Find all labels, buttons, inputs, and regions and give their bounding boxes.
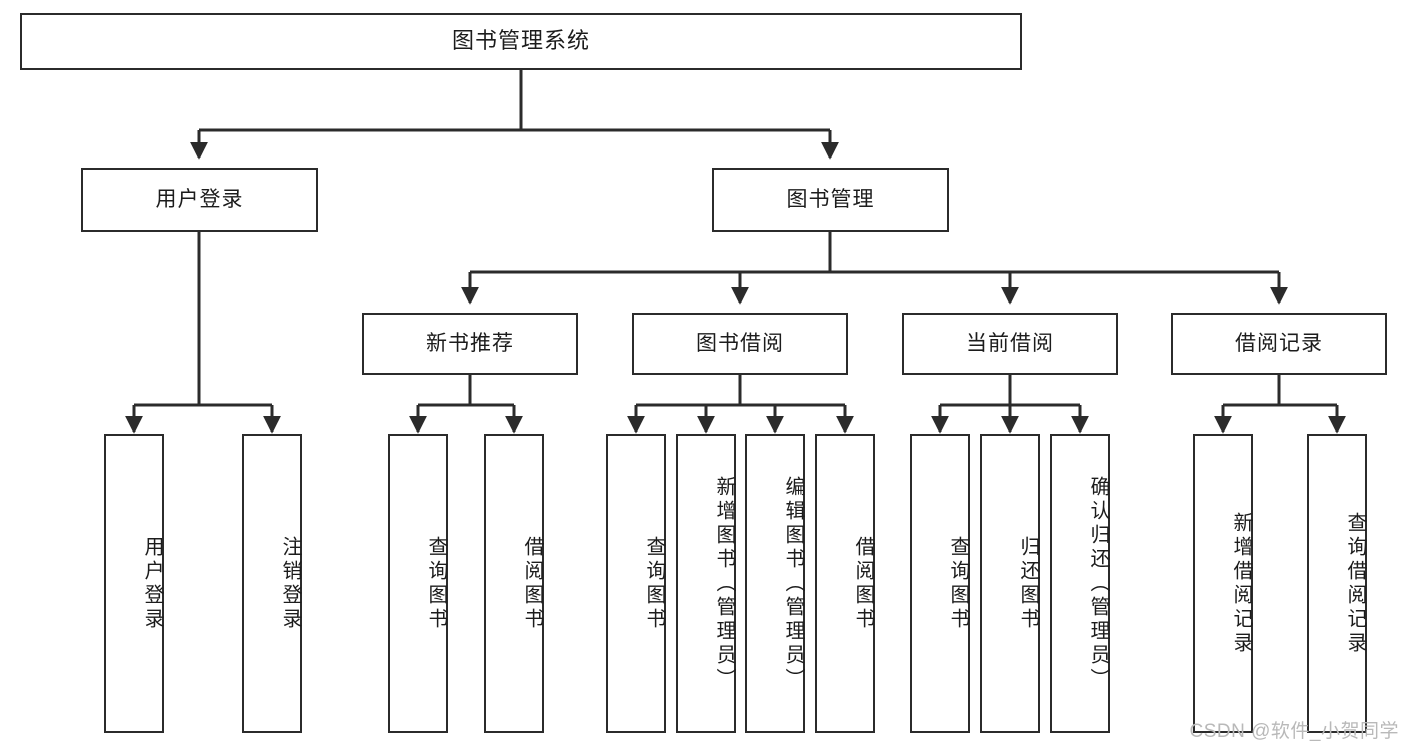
node-label: 用户登录: [141, 535, 163, 632]
node-label: 借阅记录: [1235, 332, 1323, 356]
node-label: 图书借阅: [696, 332, 784, 356]
node-leaf-query-book-3[interactable]: 查询图书: [910, 434, 970, 733]
node-label: 新增借阅记录: [1230, 511, 1252, 656]
node-leaf-edit-book[interactable]: 编辑图书（管理员）: [745, 434, 805, 733]
node-label: 当前借阅: [966, 332, 1054, 356]
node-label: 新增图书（管理员）: [713, 475, 735, 692]
node-new-book-recommend[interactable]: 新书推荐: [362, 313, 578, 375]
node-leaf-query-book-2[interactable]: 查询图书: [606, 434, 666, 733]
node-label: 借阅图书: [521, 535, 543, 632]
node-leaf-borrow-book-1[interactable]: 借阅图书: [484, 434, 544, 733]
node-leaf-confirm-return[interactable]: 确认归还（管理员）: [1050, 434, 1110, 733]
node-book-borrow[interactable]: 图书借阅: [632, 313, 848, 375]
node-label: 借阅图书: [852, 535, 874, 632]
node-label: 新书推荐: [426, 332, 514, 356]
node-leaf-add-record[interactable]: 新增借阅记录: [1193, 434, 1253, 733]
node-leaf-user-login[interactable]: 用户登录: [104, 434, 164, 733]
node-label: 查询图书: [425, 535, 447, 632]
node-label: 查询图书: [947, 535, 969, 632]
node-root-system[interactable]: 图书管理系统: [20, 13, 1022, 70]
node-current-borrow[interactable]: 当前借阅: [902, 313, 1118, 375]
node-leaf-borrow-book-2[interactable]: 借阅图书: [815, 434, 875, 733]
csdn-watermark: CSDN @软件_小贺同学: [1189, 721, 1399, 742]
node-leaf-user-logout[interactable]: 注销登录: [242, 434, 302, 733]
node-leaf-query-record[interactable]: 查询借阅记录: [1307, 434, 1367, 733]
node-label: 图书管理系统: [451, 28, 590, 54]
node-user-login[interactable]: 用户登录: [81, 168, 318, 232]
node-book-management[interactable]: 图书管理: [712, 168, 949, 232]
node-label: 注销登录: [279, 535, 301, 632]
node-label: 查询图书: [643, 535, 665, 632]
node-borrow-record[interactable]: 借阅记录: [1171, 313, 1387, 375]
node-label: 用户登录: [155, 188, 244, 212]
node-label: 查询借阅记录: [1344, 511, 1366, 656]
node-label: 图书管理: [786, 188, 875, 212]
node-label: 编辑图书（管理员）: [782, 475, 804, 692]
node-label: 确认归还（管理员）: [1087, 475, 1109, 692]
node-label: 归还图书: [1017, 535, 1039, 632]
node-leaf-return-book[interactable]: 归还图书: [980, 434, 1040, 733]
node-leaf-query-book-1[interactable]: 查询图书: [388, 434, 448, 733]
node-leaf-add-book[interactable]: 新增图书（管理员）: [676, 434, 736, 733]
